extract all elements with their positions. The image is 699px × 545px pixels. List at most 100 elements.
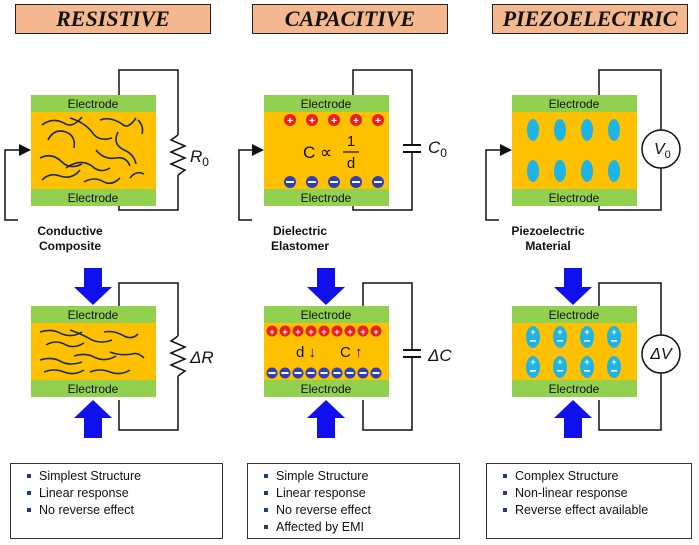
note-item: Complex Structure <box>503 468 685 485</box>
note-item: Non-linear response <box>503 485 685 502</box>
electrode-top-label: Electrode <box>549 308 600 322</box>
compression-arrow-up <box>554 400 592 438</box>
capacitance-formula: C ∝ 1 d <box>303 133 359 172</box>
svg-text:+: + <box>347 327 352 337</box>
circuit-wire <box>362 282 413 350</box>
note-item: No reverse effect <box>264 502 453 519</box>
svg-text:+: + <box>353 116 359 127</box>
feedback-arrow <box>485 144 512 221</box>
resistor-symbol <box>169 335 187 377</box>
electrode-top-label: Electrode <box>68 97 119 111</box>
svg-text:+: + <box>334 327 339 337</box>
circuit-wire <box>118 175 179 211</box>
material-label-line1: Conductive <box>37 224 103 238</box>
resistor-symbol <box>169 134 187 176</box>
feedback-arrow <box>238 144 264 221</box>
svg-text:+: + <box>309 116 315 127</box>
note-item: Reverse effect available <box>503 502 685 519</box>
capacitive-bottom-panel: ΔC Electrode Electrode + + + + + + + + + <box>264 268 452 438</box>
electrode-bottom <box>264 189 389 206</box>
electrode-bottom-label: Electrode <box>68 382 119 396</box>
electrode-bottom <box>512 380 637 397</box>
svg-text:+: + <box>530 357 535 367</box>
positive-charges-dense: + + + + + + + + + <box>266 325 382 337</box>
conductive-fibers-compressed <box>39 329 145 375</box>
compression-arrow-down <box>74 268 112 305</box>
note-item: Simple Structure <box>264 468 453 485</box>
svg-text:+: + <box>557 327 562 337</box>
note-item: Linear response <box>27 485 216 502</box>
svg-text:+: + <box>287 116 293 127</box>
circuit-wire <box>118 282 179 336</box>
material-label-line2: Material <box>525 239 570 253</box>
circuit-wire <box>352 152 413 211</box>
electrode-top-label: Electrode <box>301 308 352 322</box>
piezo-domains <box>527 119 620 182</box>
svg-text:+: + <box>584 327 589 337</box>
electrode-bottom <box>264 380 389 397</box>
svg-text:+: + <box>331 116 337 127</box>
electrode-top-label: Electrode <box>68 308 119 322</box>
delta-c-label: ΔC <box>427 346 452 365</box>
piezoelectric-notes: Complex Structure Non-linear response Re… <box>486 463 692 539</box>
compression-arrow-up <box>307 400 345 438</box>
circuit-wire <box>598 282 662 335</box>
svg-text:+: + <box>373 327 378 337</box>
circuit-wire <box>362 357 413 431</box>
distance-decrease-label: d ↓ <box>296 344 316 361</box>
svg-text:+: + <box>295 327 300 337</box>
svg-text:+: + <box>611 357 616 367</box>
resistive-top-panel: R0 Electrode Electrode Conductive Compos… <box>4 69 209 253</box>
svg-text:+: + <box>269 327 274 337</box>
svg-text:+: + <box>321 327 326 337</box>
electrode-top <box>264 95 389 112</box>
svg-text:+: + <box>375 116 381 127</box>
piezoelectric-top-panel: V0 Electrode Electrode Piezoelectric Mat… <box>485 69 681 253</box>
resistive-notes: Simplest Structure Linear response No re… <box>10 463 223 539</box>
formula-denominator: d <box>347 155 355 172</box>
capacitance-increase-label: C ↑ <box>340 344 363 361</box>
electrode-bottom <box>512 189 637 206</box>
circuit-wire <box>118 69 179 135</box>
negative-charges <box>284 176 384 188</box>
title-piezoelectric: PIEZOELECTRIC <box>492 4 688 34</box>
note-item: Linear response <box>264 485 453 502</box>
conductive-composite-layer <box>31 111 156 191</box>
positive-charges: + + + + + <box>284 114 384 127</box>
piezo-domains-polarized: + + + + + + + + <box>526 326 621 378</box>
conductive-fibers <box>39 116 145 185</box>
electrode-bottom-label: Electrode <box>549 382 600 396</box>
compression-arrow-up <box>74 400 112 438</box>
electrode-bottom-label: Electrode <box>68 191 119 205</box>
electrode-top <box>31 306 156 323</box>
voltmeter-label: V0 <box>654 141 671 161</box>
material-label-line2: Elastomer <box>271 239 329 253</box>
electrode-top-label: Electrode <box>301 97 352 111</box>
capacitive-notes: Simple Structure Linear response No reve… <box>247 463 460 539</box>
resistor-label: R0 <box>190 147 209 169</box>
feedback-arrow <box>4 144 31 221</box>
formula-numerator: 1 <box>347 133 355 150</box>
svg-text:+: + <box>584 357 589 367</box>
svg-text:+: + <box>530 327 535 337</box>
formula-lhs: C ∝ <box>303 143 332 162</box>
electrode-bottom <box>31 380 156 397</box>
compression-arrow-down <box>307 268 345 305</box>
negative-charges-dense <box>266 367 382 379</box>
material-label-line1: Dielectric <box>273 224 327 238</box>
material-label-line2: Composite <box>39 239 101 253</box>
note-item: No reverse effect <box>27 502 216 519</box>
circuit-wire <box>352 69 413 145</box>
circuit-wire <box>118 376 179 431</box>
electrode-bottom <box>31 189 156 206</box>
capacitor-label: C0 <box>428 138 447 160</box>
electrode-top-label: Electrode <box>549 97 600 111</box>
svg-text:+: + <box>557 357 562 367</box>
circuit-wire <box>598 69 662 130</box>
svg-text:+: + <box>308 327 313 337</box>
svg-text:+: + <box>282 327 287 337</box>
circuit-wire <box>598 373 662 431</box>
dielectric-elastomer-layer <box>264 111 389 191</box>
delta-r-label: ΔR <box>189 348 214 367</box>
